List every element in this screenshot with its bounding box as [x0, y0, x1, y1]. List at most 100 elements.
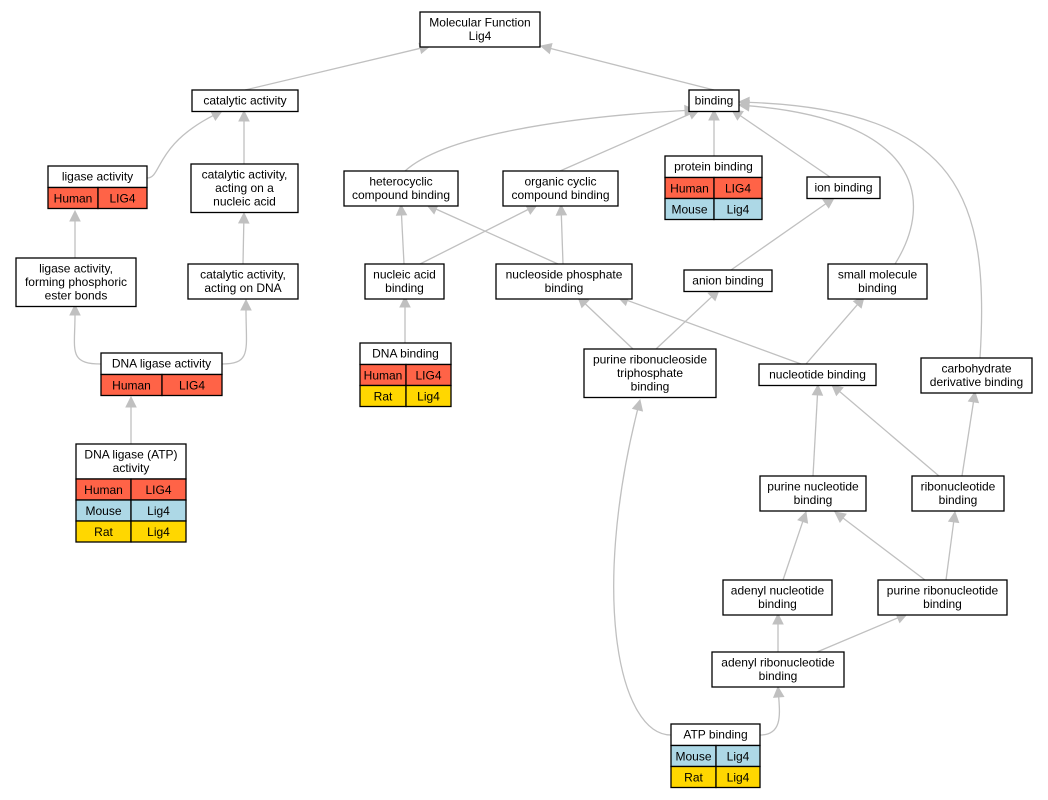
- edge-line: [221, 309, 248, 365]
- edge-protein-to-binding: [708, 108, 720, 156]
- edge-purine-ribonuc-to-purine-nuc: [834, 511, 926, 581]
- node-label-line: binding: [923, 597, 962, 611]
- node-label-box: [419, 11, 541, 48]
- node-label-line: heterocyclic: [369, 175, 432, 189]
- edge-line: [730, 203, 827, 271]
- arrowhead-icon: [395, 203, 408, 216]
- edge-line: [550, 47, 715, 91]
- edge-line: [627, 299, 802, 365]
- arrowhead-icon: [555, 203, 568, 216]
- edge-line: [146, 114, 214, 179]
- node-label-line: DNA ligase activity: [112, 357, 211, 371]
- edge-nucleic-acid-to-heterocyclic: [395, 203, 408, 265]
- node-label-line: purine ribonucleoside: [593, 353, 707, 367]
- node-label-box: [711, 651, 845, 688]
- edge-line: [812, 394, 819, 477]
- gene-symbol: LIG4: [415, 369, 441, 383]
- node-label-line: binding: [695, 94, 734, 108]
- arrowhead-icon: [240, 298, 252, 311]
- go-node-nucleotide[interactable]: nucleotide binding: [758, 363, 877, 387]
- arrowhead-icon: [811, 383, 824, 396]
- node-label-line: derivative binding: [930, 375, 1023, 389]
- node-label-line: ATP binding: [683, 728, 747, 742]
- node-label-line: binding: [758, 597, 797, 611]
- arrowhead-icon: [772, 612, 784, 625]
- node-label-box: [190, 163, 299, 214]
- edge-dna-ligase-to-ligase-phos: [69, 303, 102, 365]
- arrowhead-icon: [125, 395, 137, 408]
- arrowhead-icon: [834, 511, 847, 523]
- go-node-anion[interactable]: anion binding: [683, 269, 773, 293]
- edge-line: [613, 409, 672, 736]
- gene-cell: [161, 373, 223, 397]
- node-label-line: nucleotide binding: [769, 368, 866, 382]
- node-label-line: acting on DNA: [204, 281, 281, 295]
- go-node-binding[interactable]: binding: [688, 89, 740, 113]
- edge-cat-nucleic-to-catalytic: [238, 109, 250, 164]
- species-name: Mouse: [675, 750, 711, 764]
- node-label-box: [759, 475, 867, 512]
- node-label-line: protein binding: [674, 160, 753, 174]
- species-name: Human: [54, 192, 93, 206]
- edge-carbohydrate-to-binding: [737, 96, 983, 359]
- node-label-line: binding: [858, 281, 897, 295]
- edge-line: [560, 214, 564, 265]
- gene-symbol: LIG4: [109, 192, 135, 206]
- edge-purine-nuc-to-nucleotide: [811, 383, 824, 477]
- node-label-box: [495, 263, 633, 300]
- edge-line: [748, 105, 914, 265]
- node-label-box: [911, 475, 1005, 512]
- go-node-cat-dna[interactable]: catalytic activity,acting on DNA: [187, 263, 299, 300]
- node-label-line: activity: [113, 461, 150, 475]
- gene-symbol: Lig4: [727, 750, 750, 764]
- edge-heterocyclic-to-binding: [404, 104, 697, 172]
- arrowhead-icon: [238, 109, 250, 122]
- edge-purine-ribonuc-to-ribonuc: [945, 510, 960, 581]
- node-label-line: forming phosphoric: [25, 275, 127, 289]
- edge-line: [782, 521, 804, 581]
- edge-adenyl-ribonuc-to-adenyl-nuc: [772, 612, 784, 652]
- edge-cat-dna-to-cat-nucleic: [237, 211, 250, 265]
- edge-ribonuc-to-carbohydrate: [961, 390, 980, 477]
- species-name: Human: [84, 483, 123, 497]
- edge-line: [404, 109, 686, 172]
- edge-adenyl-nuc-to-purine-nuc: [782, 510, 809, 581]
- node-label-line: binding: [631, 380, 670, 394]
- go-node-ligase-phos[interactable]: ligase activity,forming phosphoricester …: [15, 257, 137, 308]
- gene-symbol: Lig4: [417, 390, 440, 404]
- node-label-line: binding: [794, 493, 833, 507]
- node-label-line: catalytic activity,: [200, 268, 286, 282]
- node-label-line: catalytic activity,: [202, 168, 288, 182]
- edge-line: [244, 47, 421, 91]
- node-label-box: [15, 257, 137, 308]
- arrowhead-icon: [947, 510, 960, 524]
- edge-line: [584, 303, 634, 350]
- edge-line: [400, 214, 405, 265]
- go-node-ion[interactable]: ion binding: [806, 176, 881, 200]
- arrowhead-icon: [708, 108, 720, 121]
- node-label-line: purine ribonucleotide: [887, 584, 999, 598]
- go-node-catalytic[interactable]: catalytic activity: [191, 89, 299, 113]
- edge-nucleic-acid-to-organic-cyclic: [419, 204, 538, 265]
- node-label-line: Lig4: [469, 29, 492, 43]
